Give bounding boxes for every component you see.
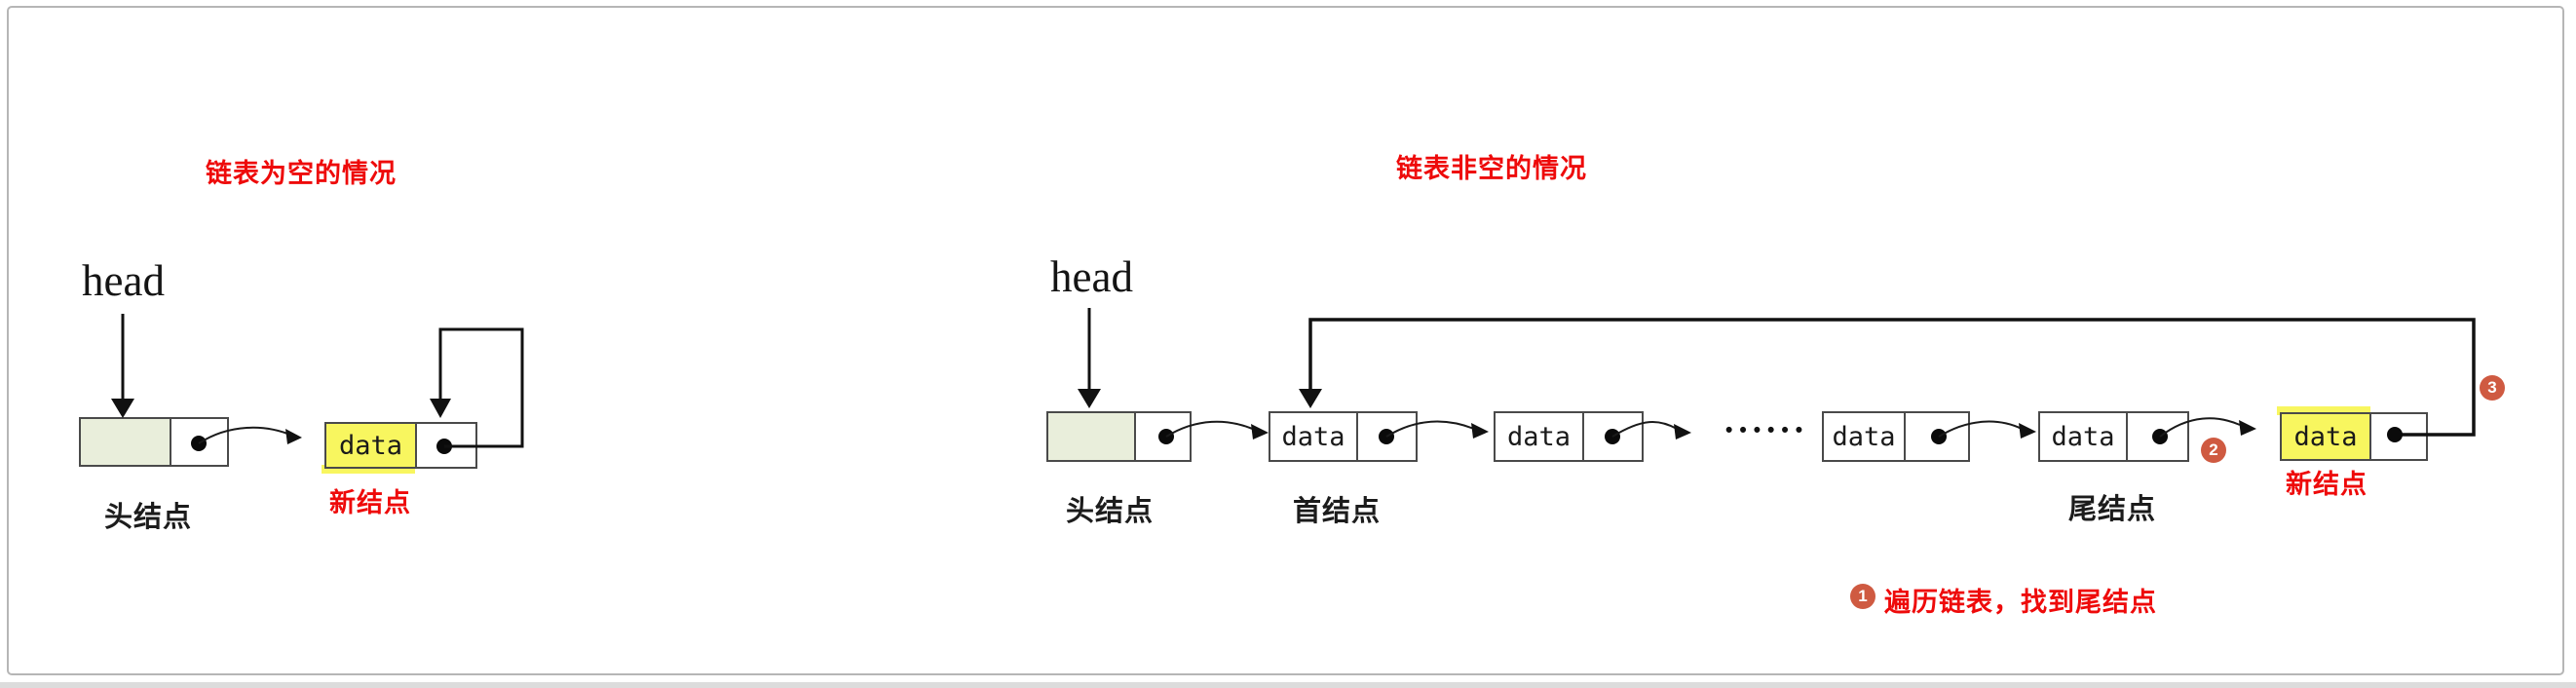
right-middle-node-2-data-label: data bbox=[1832, 421, 1896, 452]
right-tail-node-data-label: data bbox=[2051, 421, 2115, 452]
right-first-node-caption: 首结点 bbox=[1293, 496, 1382, 527]
left-new-node-data-label: data bbox=[338, 430, 403, 461]
right-diagram-title: 链表非空的情况 bbox=[1396, 154, 1587, 183]
right-first-node-data-label: data bbox=[1281, 421, 1345, 452]
right-middle-node-2-pointer-cell bbox=[1905, 411, 1970, 462]
left-head-pointer-label: head bbox=[82, 256, 165, 305]
right-new-node-caption: 新结点 bbox=[2286, 470, 2368, 499]
left-new-node-highlight bbox=[322, 465, 415, 474]
step-2-badge: 2 bbox=[2201, 438, 2226, 463]
left-new-node-pointer-cell bbox=[416, 422, 477, 469]
right-new-node: data bbox=[2280, 412, 2428, 461]
step-1-text: 遍历链表，找到尾结点 bbox=[1884, 588, 2157, 617]
list-ellipsis: •••••• bbox=[1725, 419, 1810, 441]
right-new-node-data-label: data bbox=[2293, 421, 2358, 452]
right-head-node-caption: 头结点 bbox=[1066, 496, 1155, 527]
right-head-node-pointer-cell bbox=[1135, 411, 1192, 462]
right-first-node-pointer-cell bbox=[1357, 411, 1418, 462]
left-head-node-data-cell bbox=[79, 417, 170, 467]
right-head-arrow-icon bbox=[1078, 308, 1101, 408]
right-new-node-data-cell: data bbox=[2280, 412, 2370, 461]
left-new-node: data bbox=[324, 422, 477, 469]
left-head-node-caption: 头结点 bbox=[104, 502, 193, 533]
left-head-node-pointer-cell bbox=[170, 417, 229, 467]
right-first-node: data bbox=[1269, 411, 1418, 462]
left-new-node-data-cell: data bbox=[324, 422, 416, 469]
right-middle-node-2-data-cell: data bbox=[1822, 411, 1905, 462]
left-head-node bbox=[79, 417, 229, 467]
right-middle-node-1: data bbox=[1494, 411, 1644, 462]
right-middle-node-1-data-cell: data bbox=[1494, 411, 1583, 462]
bottom-edge-strip bbox=[0, 682, 2576, 688]
right-tail-node-data-cell: data bbox=[2038, 411, 2127, 462]
right-head-node-data-cell bbox=[1046, 411, 1135, 462]
left-head-arrow-icon bbox=[111, 314, 134, 418]
right-middle-node-1-data-label: data bbox=[1506, 421, 1572, 452]
right-new-node-pointer-cell bbox=[2370, 412, 2428, 461]
right-first-node-data-cell: data bbox=[1269, 411, 1357, 462]
right-tail-node: data bbox=[2038, 411, 2189, 462]
step-3-badge: 3 bbox=[2480, 375, 2505, 401]
page-border bbox=[7, 6, 2564, 675]
step-1-badge: 1 bbox=[1850, 584, 1875, 609]
right-head-pointer-label: head bbox=[1050, 252, 1133, 301]
left-diagram-title: 链表为空的情况 bbox=[206, 159, 397, 188]
right-middle-node-1-pointer-cell bbox=[1583, 411, 1644, 462]
left-new-node-caption: 新结点 bbox=[329, 488, 411, 517]
right-middle-node-2: data bbox=[1822, 411, 1970, 462]
right-tail-node-caption: 尾结点 bbox=[2068, 494, 2157, 525]
right-head-node bbox=[1046, 411, 1192, 462]
right-tail-node-pointer-cell bbox=[2127, 411, 2189, 462]
